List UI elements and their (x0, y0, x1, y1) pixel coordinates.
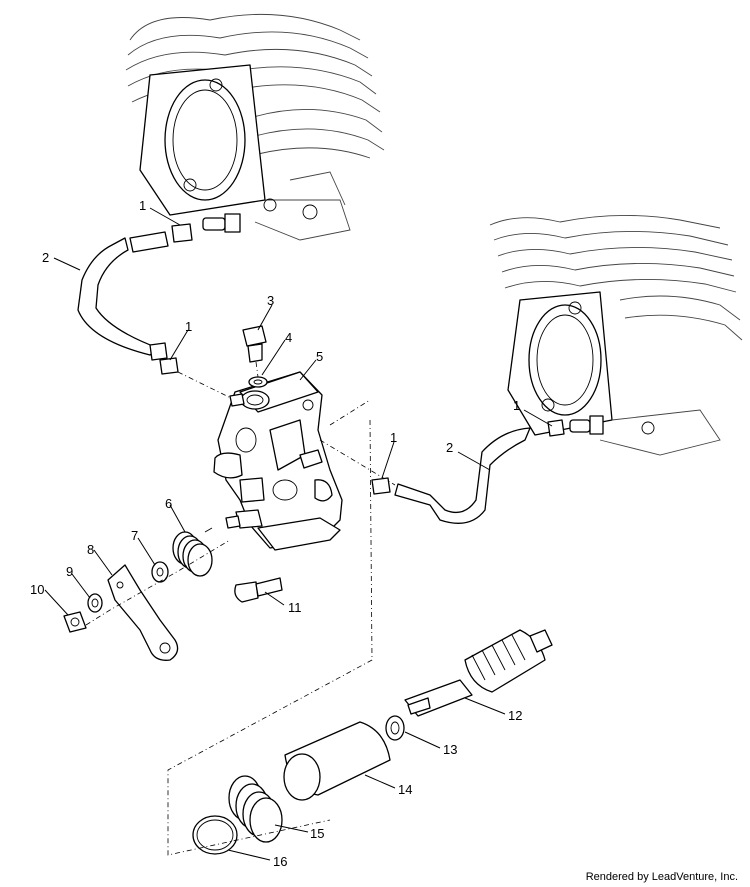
hose-clamp-icon (159, 357, 179, 375)
oil-line-left (77, 223, 236, 401)
callout-6: 6 (165, 496, 172, 511)
callout-16: 16 (273, 854, 287, 869)
callout-11: 11 (288, 600, 302, 615)
callout-1: 1 (390, 430, 397, 445)
oil-line-right (371, 419, 565, 524)
callout-9: 9 (66, 564, 73, 579)
callout-7: 7 (131, 528, 138, 543)
banjo-bolt (242, 325, 268, 388)
callout-2: 2 (446, 440, 453, 455)
callout-12: 12 (508, 708, 522, 723)
callout-labels: 1 2 1 3 4 5 1 2 1 6 7 8 9 10 11 12 13 14… (30, 198, 522, 869)
callout-3: 3 (267, 293, 274, 308)
drive-gear-assembly (167, 419, 553, 856)
callout-4: 4 (285, 330, 292, 345)
callout-1: 1 (185, 319, 192, 334)
callout-8: 8 (87, 542, 94, 557)
callout-15: 15 (310, 826, 324, 841)
engine-cylinder-right (489, 215, 743, 456)
callout-10: 10 (30, 582, 44, 597)
control-lever-assembly (63, 527, 283, 661)
hose-clamp-icon (547, 419, 565, 437)
oil-pump (213, 371, 396, 551)
callout-5: 5 (316, 349, 323, 364)
hose-clamp-icon (371, 477, 391, 495)
callout-14: 14 (398, 782, 412, 797)
engine-cylinder-top (125, 13, 385, 241)
footer-credit: Rendered by LeadVenture, Inc. (585, 871, 738, 883)
hose-clamp-icon (171, 223, 193, 243)
callout-13: 13 (443, 742, 457, 757)
callout-2: 2 (42, 250, 49, 265)
leader-lines (44, 207, 553, 861)
callout-1: 1 (139, 198, 146, 213)
callout-1: 1 (513, 398, 520, 413)
